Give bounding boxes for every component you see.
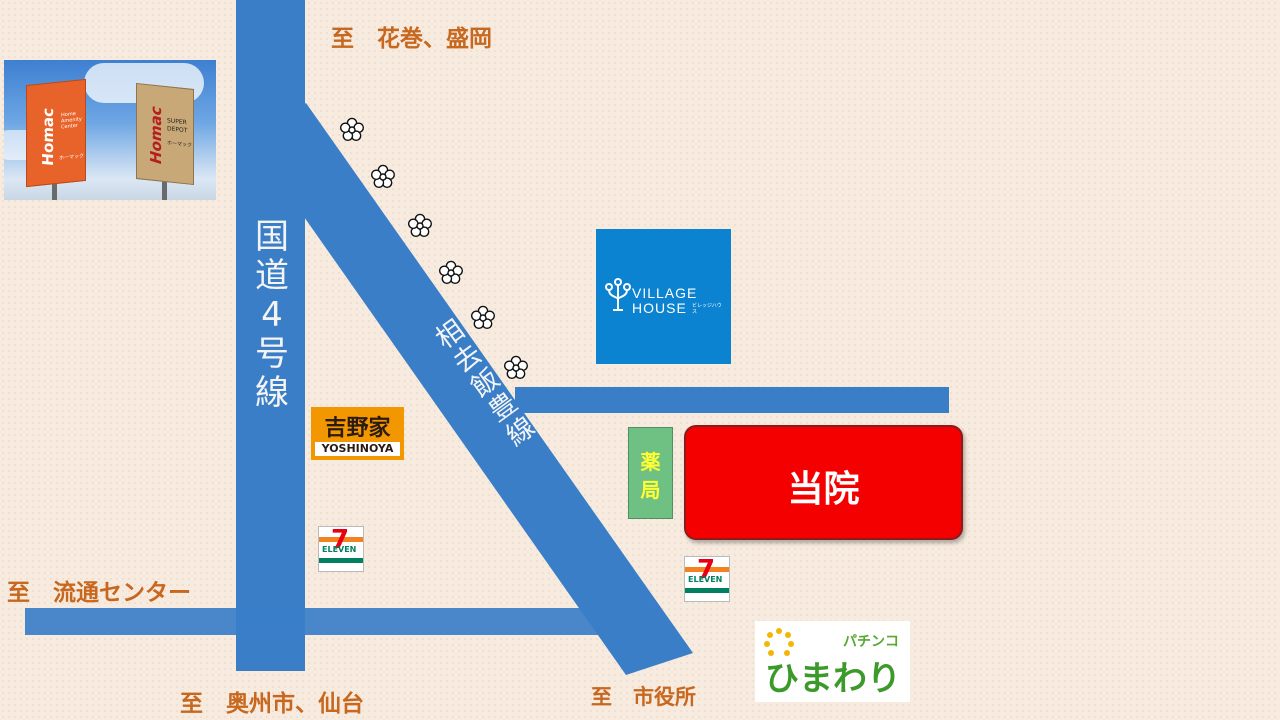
cherry-blossom-icon [439,260,463,284]
seven-numeral: 7 [697,555,716,585]
homac-depot-text: DEPOT [167,125,188,135]
label-to-ryutsu-center: 至 流通センター [7,580,191,606]
seven-eleven-logo: 7 ELEVEN [318,525,364,572]
label-to-city-hall: 至 市役所 [591,685,696,709]
cherry-blossom-icon [408,213,432,237]
label-to-hanamaki-morioka: 至 花巻、盛岡 [331,26,492,52]
cherry-blossom-icon [340,117,364,141]
seven-eleven-logo: 7 ELEVEN [684,555,730,602]
village-house-line1: VILLAGE [632,285,698,301]
yoshinoya-kanji: 吉野家 [324,416,391,441]
sunflower-icon [764,628,794,656]
yoshinoya-logo: 吉野家 YOSHINOYA [311,407,404,460]
village-house-line2: HOUSE [632,300,687,316]
pharmacy-char: 薬 [640,450,661,474]
road-aisaru-iitoyo [250,103,693,675]
cherry-blossom-trees [340,117,528,379]
pharmacy: 薬 局 [628,427,673,519]
village-house-tagline: ビレッジハウス [692,303,722,315]
pachinko-big-text: ひまわり [765,659,901,699]
yoshinoya-roman: YOSHINOYA [315,442,400,456]
seven-numeral: 7 [331,525,350,555]
cherry-blossom-icon [504,355,528,379]
homac-photo: Homac Home Amenity Center ホーマック Homac SU… [4,60,216,200]
cherry-blossom-icon [471,305,495,329]
stripe-orange [319,537,363,542]
sign-pole [162,175,167,200]
eleven-text: ELEVEN [322,545,357,554]
stripe-green [685,588,729,593]
road-west-ryutsu [25,608,625,635]
homac-sub-text: Home Amenity Center [61,110,82,131]
homac-kana-text: ホーマック [59,153,85,162]
cherry-blossom-icon [371,164,395,188]
route4-label: 国 道 4 号 線 [255,217,289,413]
homac-kana-text: ホーマック [167,140,193,149]
pharmacy-char: 局 [640,478,661,502]
homac-logo-text: Homac [38,107,57,167]
label-to-oshu-sendai: 至 奥州市、仙台 [180,691,364,717]
stripe-green [319,558,363,563]
village-house-logo: VILLAGE HOUSE ビレッジハウス [596,229,731,364]
clinic-marker: 当院 [684,425,963,540]
homac-logo-text: Homac [146,105,165,165]
eleven-text: ELEVEN [688,575,723,584]
sign-pole [52,170,57,200]
pachinko-himawari-logo: パチンコ ひまわり [755,621,910,702]
homac-sign-orange: Homac Home Amenity Center ホーマック [26,78,86,188]
clinic-label: 当院 [787,469,860,510]
homac-sign-tan: Homac SUPER DEPOT ホーマック [136,82,194,186]
stripe-orange [685,567,729,572]
tree-icon [605,278,631,311]
pachinko-small-text: パチンコ [843,634,899,650]
road-east-branch [515,387,949,413]
